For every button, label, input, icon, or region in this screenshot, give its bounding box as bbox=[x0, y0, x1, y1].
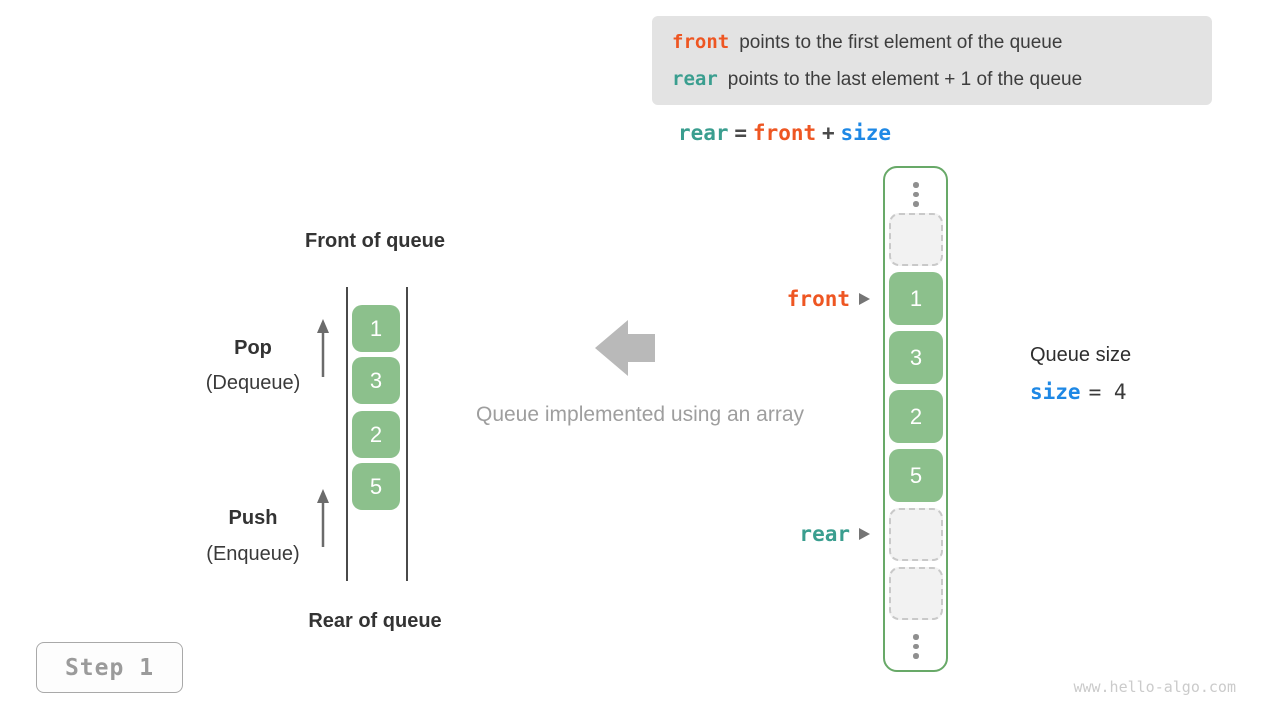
center-caption: Queue implemented using an array bbox=[475, 403, 805, 426]
dequeue-label: (Dequeue) bbox=[205, 372, 301, 394]
push-label: Push bbox=[228, 507, 278, 529]
channel-right-line bbox=[406, 287, 408, 581]
left-queue-cell: 2 bbox=[352, 411, 400, 458]
rear-pointer-arrow-icon bbox=[859, 528, 870, 540]
array-cell: 1 bbox=[889, 272, 943, 325]
size-value: = 4 bbox=[1088, 380, 1127, 404]
front-explanation-text: points to the first element of the queue bbox=[739, 32, 1063, 53]
pop-label: Pop bbox=[234, 337, 272, 359]
formula-rear: rear bbox=[678, 121, 729, 145]
size-variable: size bbox=[1030, 380, 1081, 404]
enqueue-label: (Enqueue) bbox=[206, 543, 300, 565]
formula-plus: + bbox=[821, 121, 835, 145]
left-queue-cell: 3 bbox=[352, 357, 400, 404]
queue-size-value-line: size = 4 bbox=[1030, 380, 1127, 405]
front-pointer-label: front bbox=[786, 287, 850, 311]
array-cell: 3 bbox=[889, 331, 943, 384]
rear-explanation-line: rear points to the last element + 1 of th… bbox=[672, 61, 1212, 98]
front-pointer-arrow-icon bbox=[859, 293, 870, 305]
rear-of-queue-label: Rear of queue bbox=[308, 610, 442, 632]
queue-size-title: Queue size bbox=[1030, 344, 1132, 366]
left-queue-cell: 1 bbox=[352, 305, 400, 352]
pointer-explanation-box: front points to the first element of the … bbox=[652, 16, 1212, 105]
ellipsis-bottom-icon bbox=[913, 634, 919, 663]
left-queue-cell: 5 bbox=[352, 463, 400, 510]
front-explanation-line: front points to the first element of the … bbox=[672, 24, 1212, 61]
array-cell: 5 bbox=[889, 449, 943, 502]
channel-left-line bbox=[346, 287, 348, 581]
rear-pointer: rear bbox=[760, 520, 870, 548]
formula-size: size bbox=[840, 121, 892, 145]
left-block-arrow-icon bbox=[595, 320, 655, 376]
rear-formula: rear = front + size bbox=[678, 121, 891, 146]
rear-keyword: rear bbox=[672, 68, 718, 90]
ellipsis-top-icon bbox=[913, 182, 919, 211]
array-cell: 2 bbox=[889, 390, 943, 443]
watermark: www.hello-algo.com bbox=[1073, 678, 1236, 696]
step-badge: Step 1 bbox=[36, 642, 183, 693]
array-empty-slot bbox=[889, 567, 943, 620]
array-empty-slot bbox=[889, 213, 943, 266]
rear-explanation-text: points to the last element + 1 of the qu… bbox=[727, 69, 1083, 90]
front-of-queue-label: Front of queue bbox=[305, 230, 445, 252]
rear-pointer-label: rear bbox=[799, 522, 850, 546]
front-keyword: front bbox=[672, 31, 730, 53]
formula-front: front bbox=[752, 121, 817, 145]
array-empty-slot bbox=[889, 508, 943, 561]
formula-equals: = bbox=[734, 121, 748, 145]
front-pointer: front bbox=[760, 285, 870, 313]
pop-up-arrow-icon bbox=[317, 319, 329, 377]
push-up-arrow-icon bbox=[317, 489, 329, 547]
